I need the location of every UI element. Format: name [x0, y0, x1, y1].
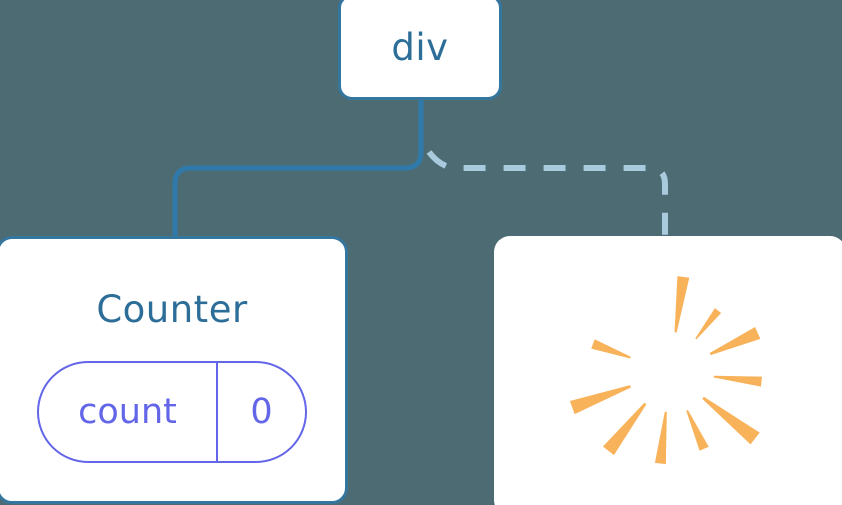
state-value-label: 0: [250, 391, 273, 432]
root-node[interactable]: div: [338, 0, 502, 100]
spinner-ray-0: [674, 276, 690, 333]
spinner-ray-5: [686, 410, 709, 451]
spinner-ray-2: [709, 327, 761, 356]
spinner-ray-6: [654, 411, 667, 465]
root-node-label: div: [391, 25, 449, 69]
state-key-cell: count: [39, 363, 218, 461]
state-pill[interactable]: count 0: [37, 361, 307, 463]
spinner-ray-4: [702, 396, 760, 445]
state-value-cell: 0: [218, 363, 305, 461]
spinner-ray-8: [569, 385, 631, 415]
counter-node-label: Counter: [96, 288, 248, 331]
edge-root-to-loading: [426, 150, 668, 240]
spinner-ray-1: [695, 308, 722, 340]
spinner-ray-7: [602, 402, 647, 456]
spinner-ray-3: [713, 375, 763, 387]
starburst-spinner-icon: [569, 276, 763, 465]
counter-node[interactable]: Counter count 0: [0, 236, 348, 504]
state-key-label: count: [78, 391, 177, 432]
edge-root-to-counter: [172, 97, 424, 241]
loading-node[interactable]: [494, 236, 842, 505]
spinner-ray-9: [591, 339, 631, 359]
